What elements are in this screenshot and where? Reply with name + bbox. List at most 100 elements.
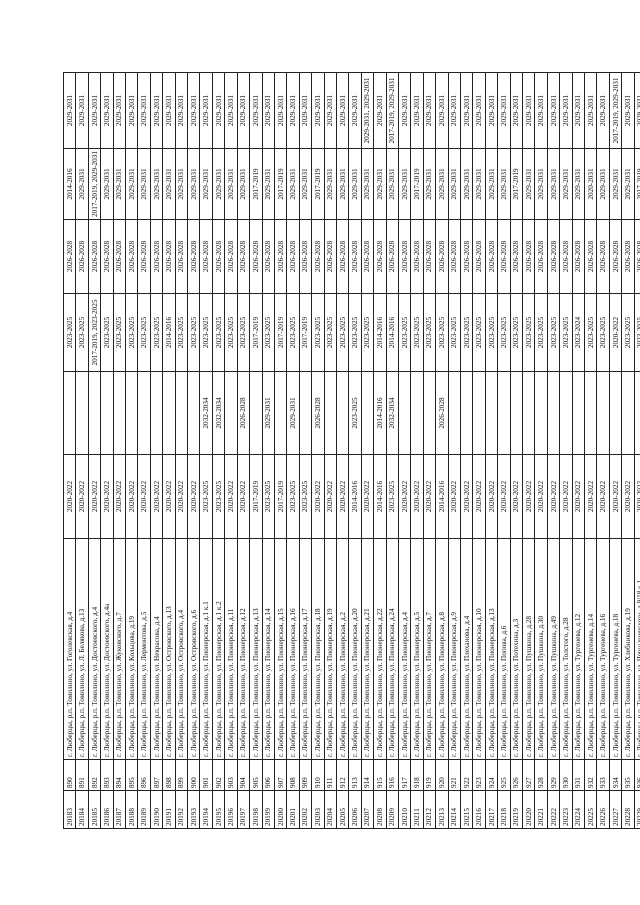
cell-period-6: 2029-2031	[547, 72, 560, 149]
cell-row-number: 919	[423, 759, 436, 791]
cell-period-1: 2017-2019	[249, 454, 262, 539]
cell-period-2	[534, 371, 548, 455]
cell-period-5: 2017-2019	[274, 148, 287, 220]
cell-period-3: 2023-2025	[435, 293, 449, 372]
cell-period-4: 2026-2028	[212, 219, 225, 294]
cell-row-number: 903	[224, 759, 238, 791]
cell-address: г. Люберцы, р.п. Томилино, ул. Тургенева…	[572, 538, 585, 760]
cell-period-4: 2026-2028	[621, 219, 635, 294]
cell-address: г. Люберцы, р.п. Томилино, ул. Л. Беляко…	[75, 538, 89, 760]
cell-period-4: 2026-2028	[262, 219, 275, 294]
cell-period-5: 2029-2031	[150, 148, 163, 220]
cell-period-4: 2026-2028	[336, 219, 349, 294]
cell-record-id: 20200	[274, 790, 287, 829]
cell-period-1: 2020-2022	[336, 454, 349, 539]
cell-period-1: 2014-2016	[348, 454, 362, 539]
cell-row-number: 904	[237, 759, 250, 791]
cell-address: г. Люберцы, р.п. Томилино, ул. Некрасова…	[150, 538, 163, 760]
cell-period-5: 2029-2031	[572, 148, 585, 220]
cell-period-5: 2020-2031	[584, 148, 597, 220]
cell-period-1: 2020-2022	[634, 454, 640, 539]
cell-period-2: 2032-2034	[199, 371, 213, 455]
cell-period-5: 2029-2031	[286, 148, 300, 220]
cell-period-5: 2029-2031	[199, 148, 213, 220]
cell-row-number: 901	[199, 759, 213, 791]
cell-period-1: 2020-2022	[125, 454, 138, 539]
cell-period-4: 2026-2028	[137, 219, 151, 294]
cell-record-id: 20219	[510, 790, 523, 829]
cell-period-3: 2023-2025	[621, 293, 635, 372]
cell-address: г. Люберцы, р.п. Томилино, ул. Пушкина, …	[522, 538, 535, 760]
cell-period-1: 2020-2022	[137, 454, 151, 539]
cell-period-2	[572, 371, 585, 455]
cell-row-number: 902	[212, 759, 225, 791]
cell-period-4: 2026-2028	[274, 219, 287, 294]
cell-period-6: 2029-2031	[559, 72, 573, 149]
cell-address: г. Люберцы, р.п. Томилино, ул. Пионерска…	[435, 538, 449, 760]
cell-period-2	[460, 371, 473, 455]
cell-period-1: 2020-2022	[361, 454, 374, 539]
cell-period-4: 2026-2028	[125, 219, 138, 294]
cell-period-5: 2029-2031	[237, 148, 250, 220]
cell-period-3: 2023-2025	[63, 293, 76, 372]
cell-period-5: 2029-2031	[113, 148, 126, 220]
cell-period-6: 2029-2031	[398, 72, 411, 149]
cell-period-6: 2029-2031	[472, 72, 486, 149]
cell-period-1: 2023-2025	[286, 454, 300, 539]
cell-address: г. Люберцы, р.п. Томилино, ул. Кольцова,…	[125, 538, 138, 760]
cell-period-1: 2020-2022	[497, 454, 511, 539]
cell-address: г. Люберцы, р.п. Томилино, ул. Толстого,…	[559, 538, 573, 760]
cell-period-5: 2029-2031	[361, 148, 374, 220]
cell-period-5: 2029-2031	[596, 148, 610, 220]
cell-period-6: 2029-2031	[187, 72, 200, 149]
cell-period-1: 2020-2022	[113, 454, 126, 539]
cell-address: г. Люберцы, р.п. Томилино, ул. Потехина,…	[510, 538, 523, 760]
cell-record-id: 20215	[460, 790, 473, 829]
cell-row-number: 924	[485, 759, 498, 791]
cell-row-number: 913	[348, 759, 362, 791]
cell-period-6: 2029-2031	[634, 72, 640, 149]
cell-record-id: 20209	[386, 790, 399, 829]
cell-row-number: 929	[547, 759, 560, 791]
cell-period-1: 2020-2022	[175, 454, 188, 539]
cell-period-6: 2029-2031	[224, 72, 238, 149]
cell-period-2	[137, 371, 151, 455]
cell-address: г. Люберцы, р.п. Томилино, ул. Пионерска…	[262, 538, 275, 760]
cell-record-id: 20220	[522, 790, 535, 829]
cell-period-4: 2026-2028	[113, 219, 126, 294]
cell-record-id: 20208	[373, 790, 387, 829]
cell-period-6: 2029-2031	[249, 72, 262, 149]
cell-period-5: 2029-2031	[423, 148, 436, 220]
cell-period-4: 2026-2028	[299, 219, 312, 294]
cell-record-id: 20226	[596, 790, 610, 829]
cell-period-5: 2029-2031	[559, 148, 573, 220]
cell-period-3: 2023-2025	[510, 293, 523, 372]
cell-record-id: 20228	[621, 790, 635, 829]
cell-period-4: 2026-2028	[435, 219, 449, 294]
cell-address: г. Люберцы, р.п. Томилино, ул. Попова, д…	[497, 538, 511, 760]
cell-period-3: 2014-2016	[386, 293, 399, 372]
cell-period-4: 2026-2028	[423, 219, 436, 294]
cell-period-5: 2029-2031	[547, 148, 560, 220]
cell-period-3: 2017-2019	[249, 293, 262, 372]
cell-period-2	[485, 371, 498, 455]
cell-record-id: 20186	[100, 790, 114, 829]
cell-period-6: 2029-2031, 2029-2031	[361, 72, 374, 149]
cell-period-2	[113, 371, 126, 455]
cell-row-number: 921	[448, 759, 461, 791]
cell-period-4: 2026-2028	[634, 219, 640, 294]
cell-address: г. Люберцы, р.п. Томилино, ул. Пионерска…	[336, 538, 349, 760]
cell-row-number: 894	[113, 759, 126, 791]
cell-period-6: 2029-2031	[175, 72, 188, 149]
cell-period-1: 2020-2022	[448, 454, 461, 539]
cell-address: г. Люберцы, р.п. Томилино, ул. Пионерска…	[348, 538, 362, 760]
cell-period-4: 2026-2028	[75, 219, 89, 294]
cell-period-3: 2023-2025	[398, 293, 411, 372]
cell-period-3: 2023-2025	[410, 293, 424, 372]
